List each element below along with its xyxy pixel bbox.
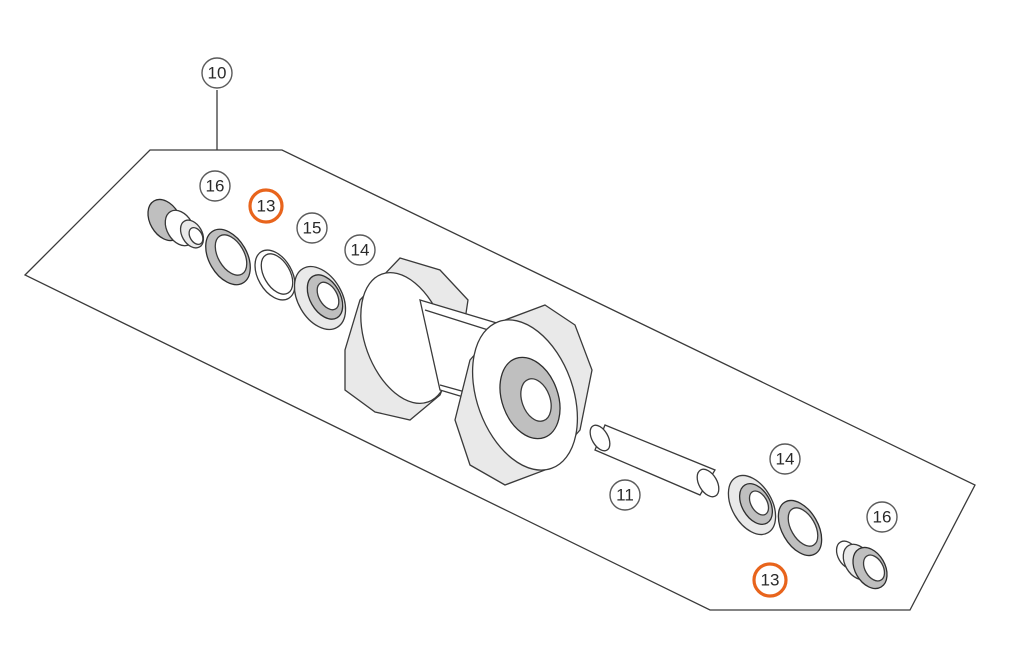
- axle-tube: [589, 424, 720, 498]
- svg-text:11: 11: [616, 486, 634, 505]
- callout-16-right: 16: [866, 501, 898, 533]
- callout-assembly-label: 10: [208, 64, 227, 83]
- svg-text:15: 15: [303, 219, 322, 238]
- callout-13-left: 13: [248, 188, 284, 224]
- callout-14-right: 14: [769, 443, 801, 475]
- hub-body: [344, 257, 593, 486]
- svg-text:14: 14: [776, 450, 795, 469]
- callout-16-left: 16: [199, 170, 231, 202]
- bearing-left: [293, 265, 347, 331]
- circlip: [254, 249, 296, 301]
- callout-14-left: 14: [344, 234, 376, 266]
- svg-text:16: 16: [873, 508, 892, 527]
- callout-15: 15: [296, 212, 328, 244]
- seal-ring-right: [777, 499, 823, 557]
- svg-text:16: 16: [206, 177, 225, 196]
- callout-11: 11: [609, 479, 641, 511]
- bearing-right: [727, 474, 777, 536]
- callout-13-right: 13: [752, 562, 788, 598]
- assembly-outline: [23, 149, 976, 611]
- svg-text:13: 13: [761, 571, 780, 590]
- end-cap-left: [147, 198, 205, 249]
- callout-assembly: 10: [201, 57, 233, 89]
- end-cap-right: [835, 540, 888, 590]
- svg-text:14: 14: [351, 241, 370, 260]
- seal-ring-left: [205, 228, 251, 286]
- svg-text:13: 13: [257, 197, 276, 216]
